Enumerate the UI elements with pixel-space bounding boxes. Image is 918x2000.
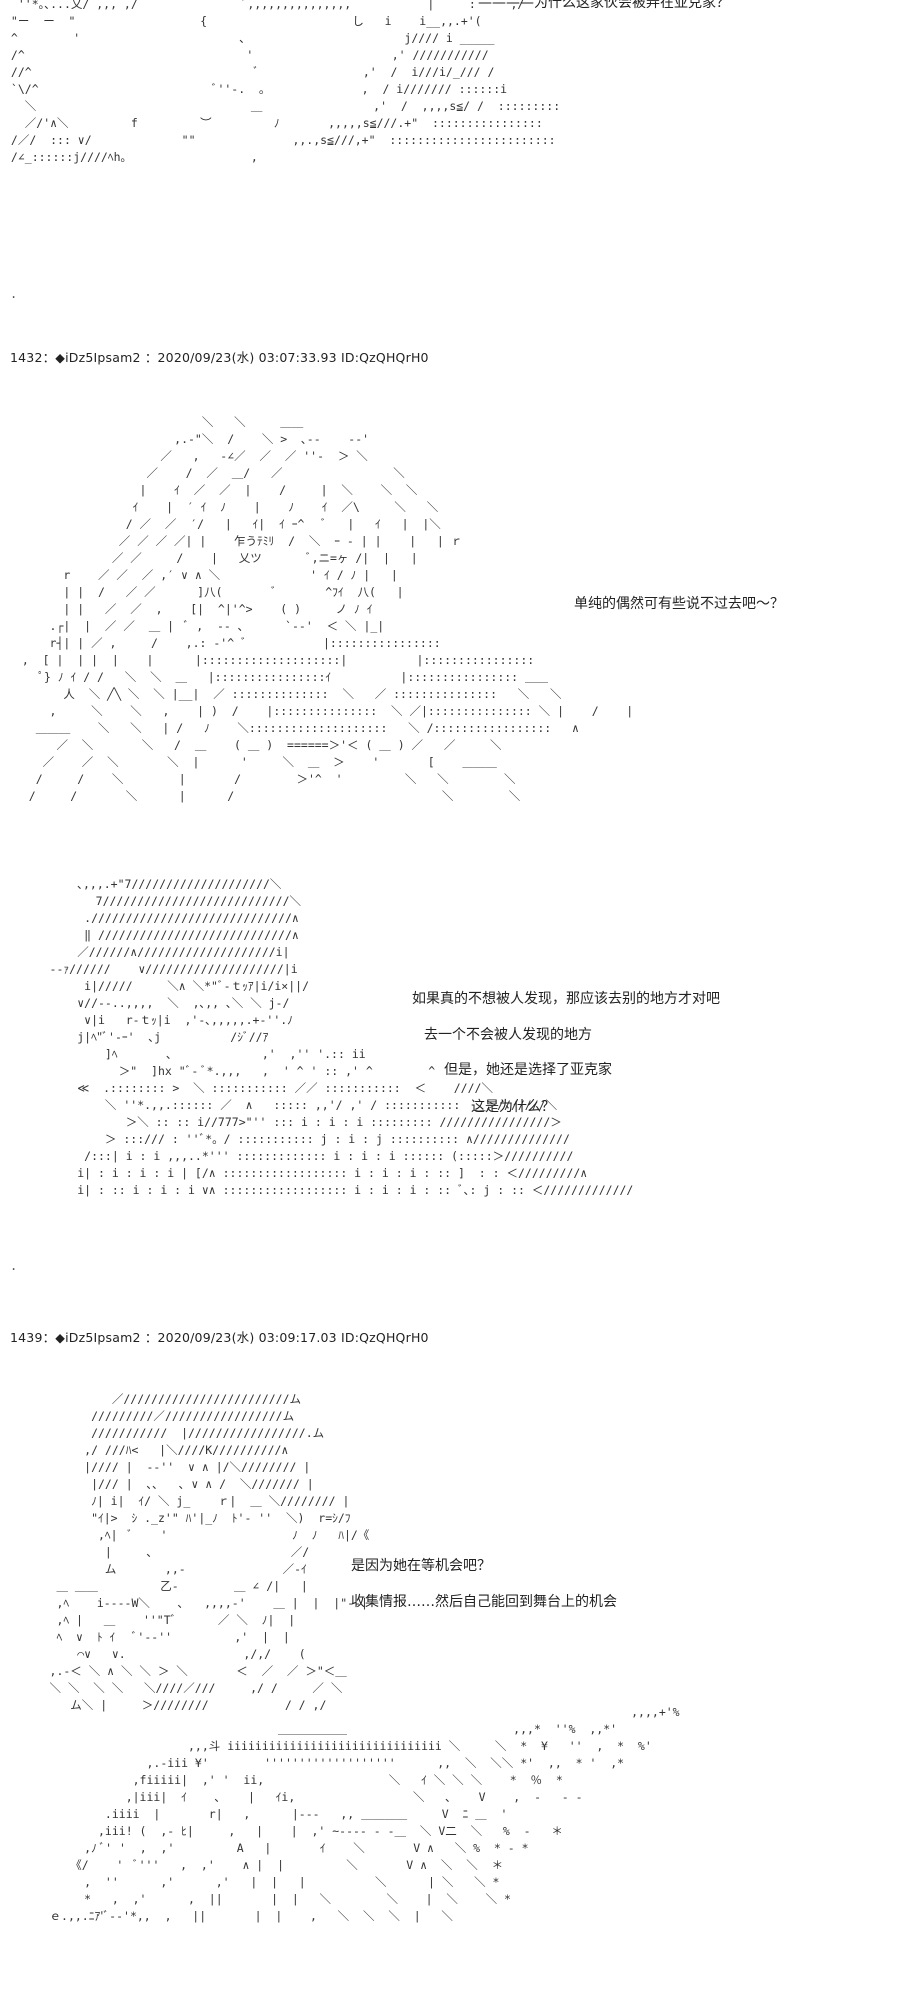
- ascii-art-boy: ／////////////////////////ム /////////／///…: [49, 1392, 370, 1712]
- post-line: ————为什么这家伙会被弄在亚克家？: [478, 0, 730, 11]
- post-header: 1439：◆iDz5Ipsam2 ：2020/09/23(水) 03:09:17…: [10, 1330, 429, 1345]
- ascii-art-hooded: ､,,,.+"7////////////////////＼ 7/////////…: [49, 877, 634, 1197]
- post-line: 单纯的偶然可有些说不过去吧～？: [574, 596, 784, 612]
- post-line: 这是为什么？: [471, 1099, 555, 1115]
- post-line: 是因为她在等机会吧？: [351, 1558, 491, 1574]
- post-line: 去一个不会被人发现的地方: [424, 1027, 592, 1043]
- ascii-art-bottom: ,,,,+'% ＿＿＿＿＿＿ ,,,* ''% ,,*' ,,,斗 iiiiii…: [49, 1705, 680, 1923]
- ascii-art-top: ''*｡､...乂/ ,,, ,/ ﾞ,,,,,,,,,,,,,,, | : ,…: [4, 0, 784, 1923]
- post-header: 1432：◆iDz5Ipsam2 ：2020/09/23(水) 03:07:33…: [10, 350, 429, 365]
- ascii-art-girl: ＼ ＼ ＿＿ ,.‐"＼ / ＼ > ､‐‐ ‐‐' ／ , ‐∠／ ／ ／ '…: [21, 415, 634, 803]
- post-separator: .: [10, 287, 18, 301]
- post-separator: .: [10, 1259, 18, 1273]
- post-line: 如果真的不想被人发现，那应该去别的地方才对吧: [412, 991, 720, 1007]
- post-line: 收集情报……然后自己能回到舞台上的机会: [351, 1594, 617, 1610]
- post-line: 但是，她还是选择了亚克家: [444, 1062, 612, 1078]
